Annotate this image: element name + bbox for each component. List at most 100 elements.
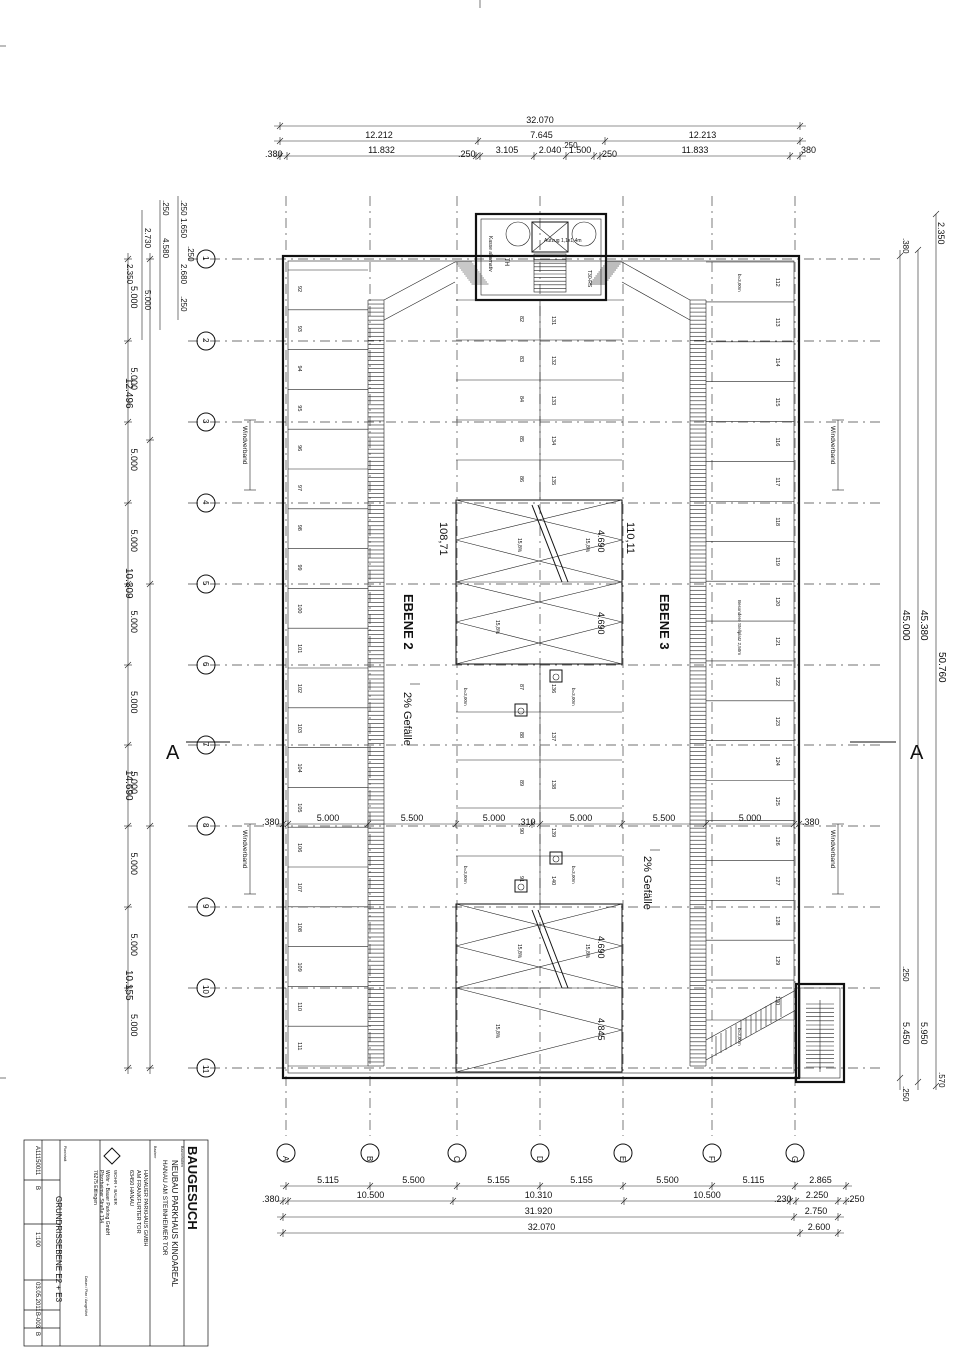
stall-number: 104 [296, 764, 302, 773]
dimension-value: 5.115 [317, 1175, 339, 1185]
stall-width-note: b=3,00m [463, 866, 468, 884]
dimension-value: 3.105 [496, 145, 519, 155]
dimension-value: 12.213 [689, 130, 717, 140]
project-number: A11150011 [34, 1146, 40, 1176]
company-line: 76275 Ettlingen [92, 1170, 98, 1205]
wheelchair-icon [549, 851, 563, 865]
stall-number: 93 [296, 326, 302, 332]
stall-number: 95 [296, 405, 302, 411]
grid-bubble [196, 897, 216, 917]
company-logo-mark [103, 1147, 121, 1165]
dimension-value: 5.155 [487, 1175, 510, 1185]
date-value: 03.05.2011 [34, 1282, 40, 1312]
plan-number: B-003 [34, 1312, 40, 1329]
stall-number: 86 [518, 476, 524, 482]
grid-bubble [613, 1143, 633, 1163]
grid-bubble-label: E [618, 1156, 627, 1161]
dimension-value: 5.000 [317, 813, 340, 823]
accessible-parking-icons [514, 669, 563, 893]
dimension-value: 10.500 [357, 1190, 385, 1200]
dimension-value: 5.500 [653, 813, 676, 823]
index-value: B [34, 1332, 40, 1336]
dimension-value: 5.000 [129, 1014, 139, 1037]
stall-number: 100 [296, 604, 302, 613]
dimension-value: 10.310 [525, 1190, 553, 1200]
grid-bubble [196, 412, 216, 432]
project-name: NEUBAU PARKHAUS KINOAREAL [170, 1160, 179, 1288]
door-label-t30: T30-RS [586, 270, 592, 288]
stall-number: 101 [296, 644, 302, 653]
dimension-value: 5.000 [129, 368, 139, 391]
dimension-value: .250 [161, 200, 170, 216]
dimension-value: .250 [901, 966, 910, 982]
dimension-value: .230 [774, 1194, 792, 1204]
owner-line: AM FRANKFURTER TOR [135, 1170, 141, 1234]
dimension-value: 5.500 [401, 813, 424, 823]
dimension-value: 10.309 [123, 568, 134, 599]
grid-bubble-label: B [365, 1156, 374, 1161]
dimension-value: 1.650 [179, 218, 188, 239]
ramp-width: 4.690 [596, 612, 606, 635]
dimension-value: 32.070 [526, 115, 554, 125]
wind-bracing: Windverband Windverband Windverband Wind… [241, 419, 844, 895]
dimension-value: 31.920 [525, 1206, 553, 1216]
dimension-value: 5.000 [143, 290, 152, 311]
dimension-value: 2.600 [808, 1222, 831, 1232]
dimension-value: 5.115 [743, 1175, 765, 1185]
stall-number: 84 [518, 396, 524, 402]
grid-bubble-label: 8 [201, 823, 210, 828]
stall-number: 120 [774, 597, 780, 606]
stall-number: 139 [550, 828, 556, 837]
grid-bubble [196, 574, 216, 594]
dimension-value: .250 [901, 1086, 910, 1102]
stall-number: 85 [518, 436, 524, 442]
stall-width-note: b=3,00m [571, 688, 576, 706]
dimension-value: 250 [602, 149, 617, 159]
stall-number: 133 [550, 396, 556, 405]
ramp-width: 4.845 [596, 1018, 606, 1041]
grid-bubble-label: 1 [201, 256, 210, 261]
dimension-value: 5.000 [739, 813, 762, 823]
dimension-value: 4.580 [161, 238, 170, 259]
dimension-value: 5.950 [919, 1022, 929, 1045]
stall-width-note: b=3,00m [571, 866, 576, 884]
section-marker-right: A [910, 742, 924, 764]
dimension-value: 2.350 [125, 264, 134, 285]
stall-number: 130 [774, 996, 780, 1005]
dimension-value: 5.500 [656, 1175, 679, 1185]
dimension-value: .380 [901, 238, 910, 254]
level-label-right: EBENE 3 [657, 594, 672, 650]
grid-bubble [447, 1143, 467, 1163]
wheelchair-icon [514, 879, 528, 893]
grid-bubble-label: A [281, 1156, 290, 1162]
dimension-value: 5.000 [129, 772, 139, 795]
grid-bubble [196, 978, 216, 998]
project-location: HANAU AM STEINHEIMER TOR [161, 1160, 168, 1256]
dimension-value: 5.000 [129, 530, 139, 553]
title-sub: Bauvorhaben [180, 1146, 184, 1167]
slab-outline [281, 254, 801, 1080]
stall-number: 119 [774, 557, 780, 566]
stall-number: 87 [518, 684, 524, 690]
ramp-width: 4.690 [596, 936, 606, 959]
grid-bubble-label: C [452, 1156, 461, 1162]
lift-shaft [531, 221, 569, 253]
stair-core-bottom [794, 982, 846, 1084]
title-block-frame [23, 1139, 209, 1347]
dimension-value: 7.645 [530, 130, 553, 140]
grid-bubble [785, 1143, 805, 1163]
dimension-value: 10.500 [693, 1190, 721, 1200]
stall-number: 112 [774, 278, 780, 287]
dimension-value: .380 [802, 817, 820, 827]
company-logo [103, 1147, 121, 1165]
dimension-value: 380 [801, 145, 816, 155]
dimension-value: 5.000 [483, 813, 506, 823]
owner-line: 63450 HANAU [128, 1170, 134, 1206]
stall-number: 110 [296, 1002, 302, 1011]
stall-width-note: b=3,00m [463, 688, 468, 706]
dimension-value: 2.750 [805, 1206, 828, 1216]
stall-number: 103 [296, 724, 302, 733]
dimension-value: 5.000 [129, 691, 139, 714]
grid-bubble [196, 1058, 216, 1078]
